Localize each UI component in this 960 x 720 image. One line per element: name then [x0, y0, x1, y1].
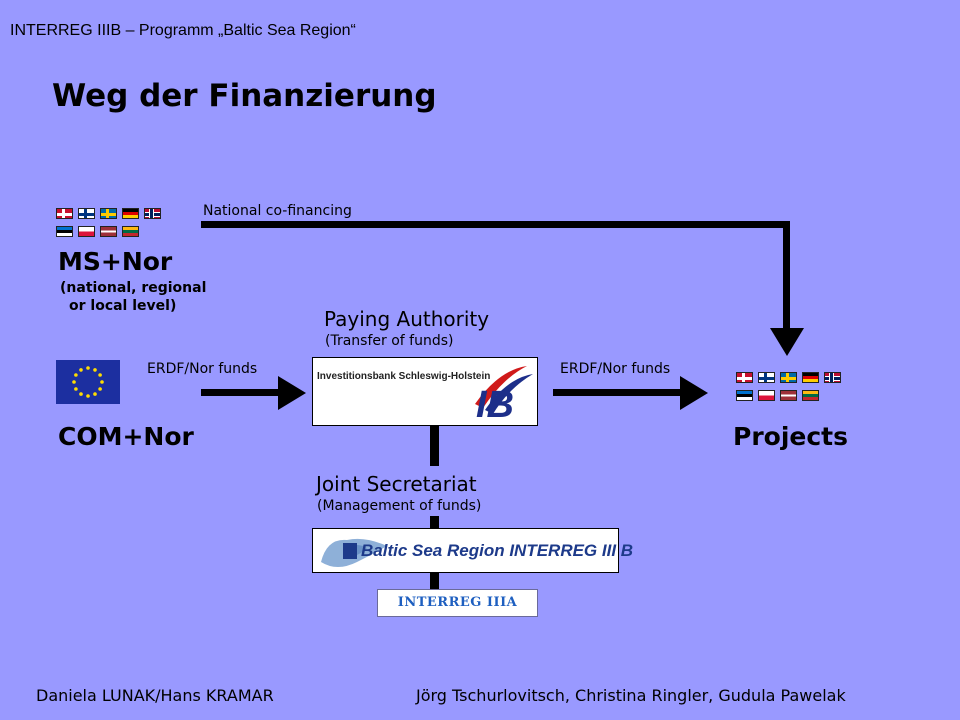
js-logo-connector-top — [430, 516, 439, 528]
projects-label: Projects — [733, 422, 849, 451]
ms-nor-sub1: (national, regional — [60, 280, 207, 296]
investitionsbank-logo-text: Investitionsbank Schleswig-Holstein — [317, 371, 491, 382]
germany-flag-icon — [802, 372, 819, 383]
germany-flag-icon — [122, 208, 139, 219]
projects-flags-bottom — [736, 390, 824, 401]
baltic-logo-mark — [343, 543, 357, 559]
interreg-iiia-label: INTERREG IIIA — [397, 595, 518, 610]
latvia-flag-icon — [780, 390, 797, 401]
norway-flag-icon — [824, 372, 841, 383]
estonia-flag-icon — [56, 226, 73, 237]
estonia-flag-icon — [736, 390, 753, 401]
ms-nor-sub2: or local level) — [69, 298, 177, 314]
erdf-right-label: ERDF/Nor funds — [560, 361, 671, 377]
cofinancing-line-vertical — [783, 221, 790, 331]
sweden-flag-icon — [780, 372, 797, 383]
footer-left: Daniela LUNAK/Hans KRAMAR — [36, 686, 274, 705]
investitionsbank-logo: Investitionsbank Schleswig-Holstein IB — [312, 357, 538, 426]
joint-secretariat-sub: (Management of funds) — [317, 498, 482, 514]
erdf-right-arrowhead — [680, 376, 708, 410]
ms-flags-top — [56, 208, 166, 219]
ib-swoosh-icon — [475, 366, 533, 414]
norway-flag-icon — [144, 208, 161, 219]
footer-right: Jörg Tschurlovitsch, Christina Ringler, … — [416, 686, 846, 705]
erdf-left-arrowhead — [278, 376, 306, 410]
ms-nor-label: MS+Nor — [58, 247, 173, 276]
erdf-left-label: ERDF/Nor funds — [147, 361, 258, 377]
poland-flag-icon — [758, 390, 775, 401]
lithuania-flag-icon — [802, 390, 819, 401]
baltic-sea-region-logo: Baltic Sea Region INTERREG III B — [312, 528, 633, 573]
sweden-flag-icon — [100, 208, 117, 219]
eu-flag-icon — [56, 360, 120, 404]
programme-header: INTERREG IIIB – Programm „Baltic Sea Reg… — [10, 22, 356, 39]
interreg-iiia-box: INTERREG IIIA — [377, 589, 538, 617]
paying-authority-title: Paying Authority — [324, 307, 490, 331]
com-nor-label: COM+Nor — [58, 422, 194, 451]
projects-flags-top — [736, 372, 846, 383]
erdf-right-line — [553, 389, 683, 396]
denmark-flag-icon — [56, 208, 73, 219]
finland-flag-icon — [758, 372, 775, 383]
poland-flag-icon — [78, 226, 95, 237]
cofinancing-arrowhead — [770, 328, 804, 356]
ib-mark: IB — [476, 384, 514, 426]
baltic-logo-text: Baltic Sea Region INTERREG III B — [361, 541, 634, 560]
ms-flags-bottom — [56, 226, 144, 237]
js-logo-connector-bottom — [430, 573, 439, 589]
pa-js-connector — [430, 426, 439, 466]
latvia-flag-icon — [100, 226, 117, 237]
denmark-flag-icon — [736, 372, 753, 383]
national-cofinancing-label: National co-financing — [203, 203, 352, 219]
erdf-left-line — [201, 389, 281, 396]
joint-secretariat-title: Joint Secretariat — [316, 472, 477, 496]
cofinancing-line-horizontal — [201, 221, 790, 228]
paying-authority-sub: (Transfer of funds) — [325, 333, 454, 349]
finland-flag-icon — [78, 208, 95, 219]
lithuania-flag-icon — [122, 226, 139, 237]
page-title: Weg der Finanzierung — [52, 78, 437, 114]
